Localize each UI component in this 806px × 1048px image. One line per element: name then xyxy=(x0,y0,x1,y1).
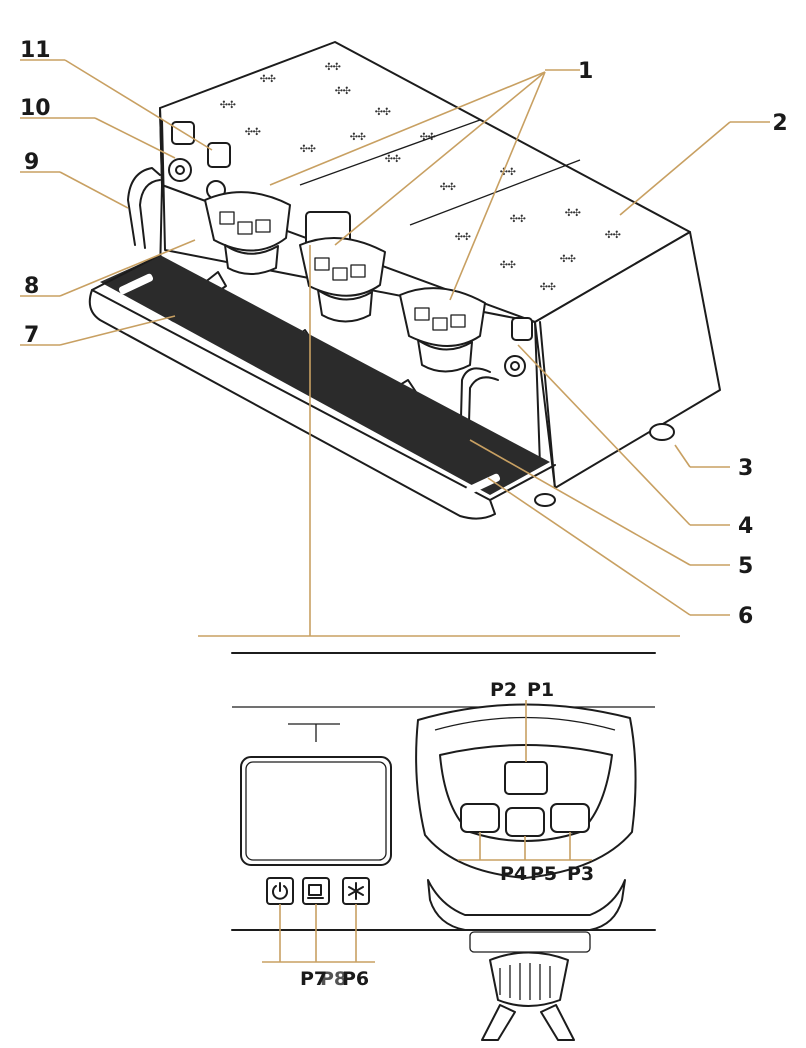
svg-text:✣✣: ✣✣ xyxy=(260,71,276,86)
left-key xyxy=(460,803,500,833)
power-icon xyxy=(272,882,288,900)
svg-text:✣✣: ✣✣ xyxy=(325,59,341,74)
svg-text:✣✣: ✣✣ xyxy=(560,251,576,266)
svg-text:✣✣: ✣✣ xyxy=(605,227,621,242)
svg-text:✣✣: ✣✣ xyxy=(335,83,351,98)
top-key xyxy=(504,761,548,795)
label-p8: P8 xyxy=(320,968,347,990)
machine-illustration: ✣✣ ✣✣ ✣✣ ✣✣ ✣✣ ✣✣ ✣✣ ✣✣ ✣✣ ✣✣ ✣✣ ✣✣ ✣✣ ✣… xyxy=(88,41,721,520)
label-p1: P1 xyxy=(527,679,554,701)
group-head-right xyxy=(399,287,486,373)
label-p6: P6 xyxy=(342,968,369,990)
group-head-center xyxy=(299,236,386,323)
right-key xyxy=(550,803,590,833)
svg-text:✣✣: ✣✣ xyxy=(385,151,401,166)
svg-text:✣✣: ✣✣ xyxy=(375,104,391,119)
cup-button xyxy=(302,877,330,905)
svg-text:✣✣: ✣✣ xyxy=(245,124,261,139)
label-p2: P2 xyxy=(490,679,517,701)
label-p7: P7 xyxy=(300,968,327,990)
callout-2: 2 xyxy=(772,111,787,136)
center-key xyxy=(505,807,545,837)
callout-1: 1 xyxy=(578,59,593,84)
svg-text:✣✣: ✣✣ xyxy=(350,129,366,144)
svg-text:✣✣: ✣✣ xyxy=(455,229,471,244)
callout-leaders xyxy=(20,59,770,637)
callout-8: 8 xyxy=(24,274,39,299)
cup-icon xyxy=(307,884,324,899)
svg-text:✣✣: ✣✣ xyxy=(540,279,556,294)
callout-numbers: 1 2 3 4 5 6 7 8 9 10 11 xyxy=(20,38,788,629)
callout-9: 9 xyxy=(24,150,39,175)
callout-7: 7 xyxy=(24,323,39,348)
svg-text:✣✣: ✣✣ xyxy=(565,205,581,220)
power-button xyxy=(266,877,294,905)
svg-text:✣✣: ✣✣ xyxy=(500,257,516,272)
label-p3: P3 xyxy=(567,863,594,885)
svg-text:✣✣: ✣✣ xyxy=(300,141,316,156)
touch-display xyxy=(240,756,392,866)
callout-3: 3 xyxy=(738,456,753,481)
svg-text:✣✣: ✣✣ xyxy=(510,211,526,226)
panel-labels: P2 P1 P4 P5 P3 P7 P8 P6 xyxy=(300,679,594,990)
svg-text:✣✣: ✣✣ xyxy=(440,179,456,194)
label-p4: P4 xyxy=(500,863,527,885)
snowflake-button xyxy=(342,877,370,905)
svg-text:✣✣: ✣✣ xyxy=(500,164,516,179)
label-p5: P5 xyxy=(530,863,557,885)
detail-view xyxy=(231,652,656,1041)
callout-11: 11 xyxy=(20,38,51,63)
callout-5: 5 xyxy=(738,554,753,579)
callout-6: 6 xyxy=(738,604,753,629)
callout-10: 10 xyxy=(20,96,51,121)
vent-pattern: ✣✣ ✣✣ ✣✣ ✣✣ ✣✣ ✣✣ ✣✣ ✣✣ ✣✣ ✣✣ ✣✣ ✣✣ ✣✣ ✣… xyxy=(220,59,621,294)
snowflake-icon xyxy=(348,882,364,900)
group-head-detail xyxy=(415,703,637,1041)
svg-text:✣✣: ✣✣ xyxy=(220,97,236,112)
group-head-left xyxy=(204,191,291,275)
callout-4: 4 xyxy=(738,514,753,539)
